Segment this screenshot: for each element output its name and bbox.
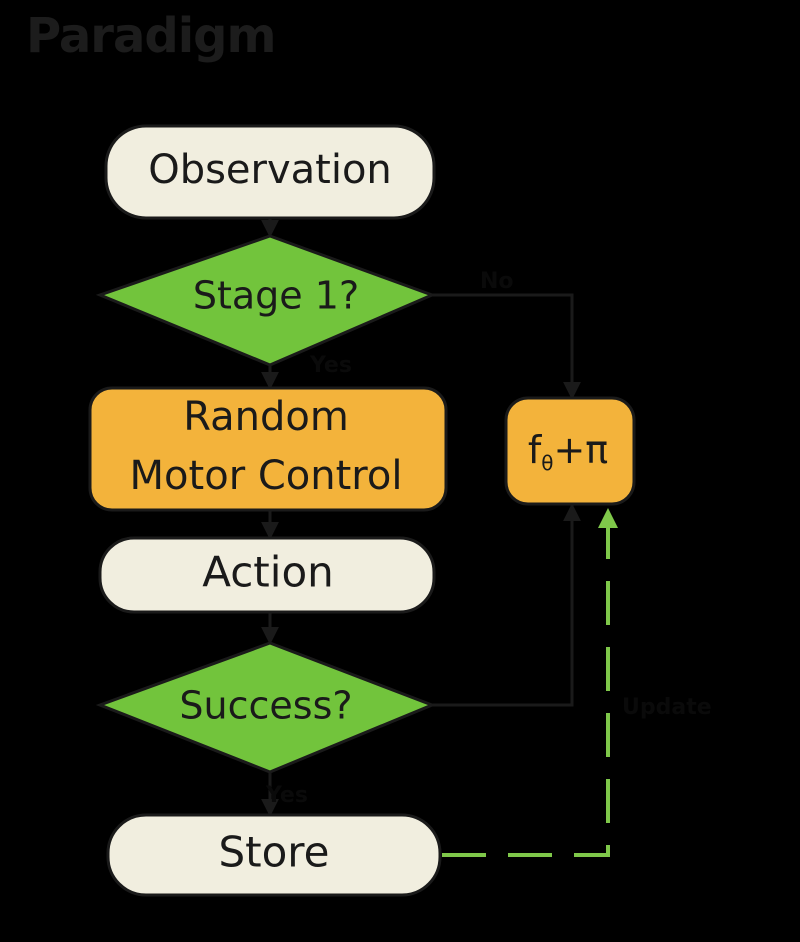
success-label: Success? — [179, 684, 352, 728]
random-motor-label-line1: Random — [183, 394, 349, 440]
stage1-no-label: No — [480, 269, 514, 294]
observation-label: Observation — [148, 147, 392, 193]
action-label: Action — [202, 548, 334, 597]
success-yes-label: Yes — [265, 783, 308, 808]
node-action: Action — [98, 536, 436, 614]
stage1-label: Stage 1? — [193, 274, 359, 318]
model-f: f — [528, 428, 543, 472]
model-pi: +π — [553, 428, 608, 472]
edge-success-to-model — [432, 503, 581, 707]
node-model-f-theta-pi: fθ+π — [504, 396, 636, 506]
page-title: Paradigm — [26, 8, 277, 64]
random-motor-label-line2: Motor Control — [130, 453, 403, 499]
node-observation: Observation — [104, 124, 436, 220]
node-stage1-decision: Stage 1? — [95, 234, 437, 367]
update-label: Update — [622, 695, 712, 720]
model-label: fθ+π — [528, 428, 608, 475]
store-label: Store — [218, 828, 329, 877]
edge-update-store-to-model — [442, 508, 618, 857]
node-success-decision: Success? — [95, 641, 437, 774]
stage1-yes-label: Yes — [309, 353, 352, 378]
model-theta: θ — [541, 451, 553, 475]
node-random-motor-control: Random Motor Control — [88, 386, 448, 512]
node-store: Store — [106, 813, 442, 897]
connectors — [261, 218, 618, 857]
edge-stage1-no-to-model — [432, 293, 581, 400]
